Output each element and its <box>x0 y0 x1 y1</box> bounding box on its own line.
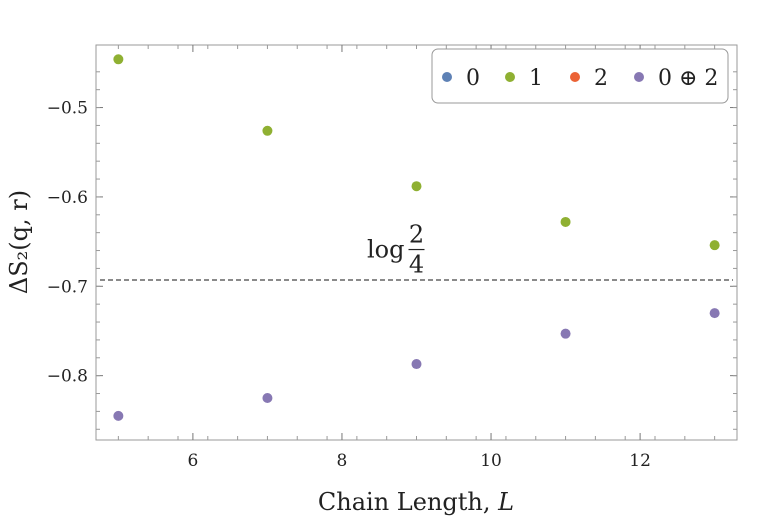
legend-label: 0 ⊕ 2 <box>658 66 718 91</box>
x-tick-label: 10 <box>480 451 502 471</box>
data-point-series-3 <box>560 328 571 339</box>
legend-box <box>431 48 729 104</box>
data-point-series-3 <box>709 308 720 319</box>
annotation-denominator: 4 <box>409 251 424 279</box>
y-axis-label: ΔS₂(q, r) <box>5 190 33 294</box>
ticks-group <box>96 45 737 440</box>
data-points-group <box>113 54 720 421</box>
tick-labels-group: 6 8 10 12 −0.5 −0.6 −0.7 −0.8 <box>47 99 651 471</box>
y-tick-label: −0.8 <box>47 367 88 387</box>
legend-label: 2 <box>594 66 608 91</box>
x-tick-label: 8 <box>337 451 348 471</box>
y-tick-label: −0.7 <box>47 277 88 297</box>
data-point-series-1 <box>709 240 720 251</box>
legend-marker <box>570 72 580 82</box>
legend-marker <box>505 72 515 82</box>
legend-marker <box>634 72 644 82</box>
x-tick-label: 12 <box>629 451 651 471</box>
annotation-log-text: log <box>367 236 405 264</box>
legend-label: 0 <box>466 66 480 91</box>
data-point-series-1 <box>560 216 571 227</box>
annotation-numerator: 2 <box>409 221 424 249</box>
x-axis-label: Chain Length, L <box>318 488 514 516</box>
data-point-series-1 <box>262 125 273 136</box>
y-tick-label: −0.5 <box>47 99 88 119</box>
x-tick-label: 6 <box>187 451 198 471</box>
y-tick-label: −0.6 <box>47 188 88 208</box>
legend-marker <box>442 72 452 82</box>
data-point-series-1 <box>411 181 422 192</box>
legend: 0 1 2 0 ⊕ 2 <box>431 48 729 104</box>
data-point-series-3 <box>262 392 273 403</box>
data-point-series-1 <box>113 54 124 65</box>
legend-label: 1 <box>529 66 543 91</box>
data-point-series-3 <box>411 359 422 370</box>
data-point-series-3 <box>113 410 124 421</box>
